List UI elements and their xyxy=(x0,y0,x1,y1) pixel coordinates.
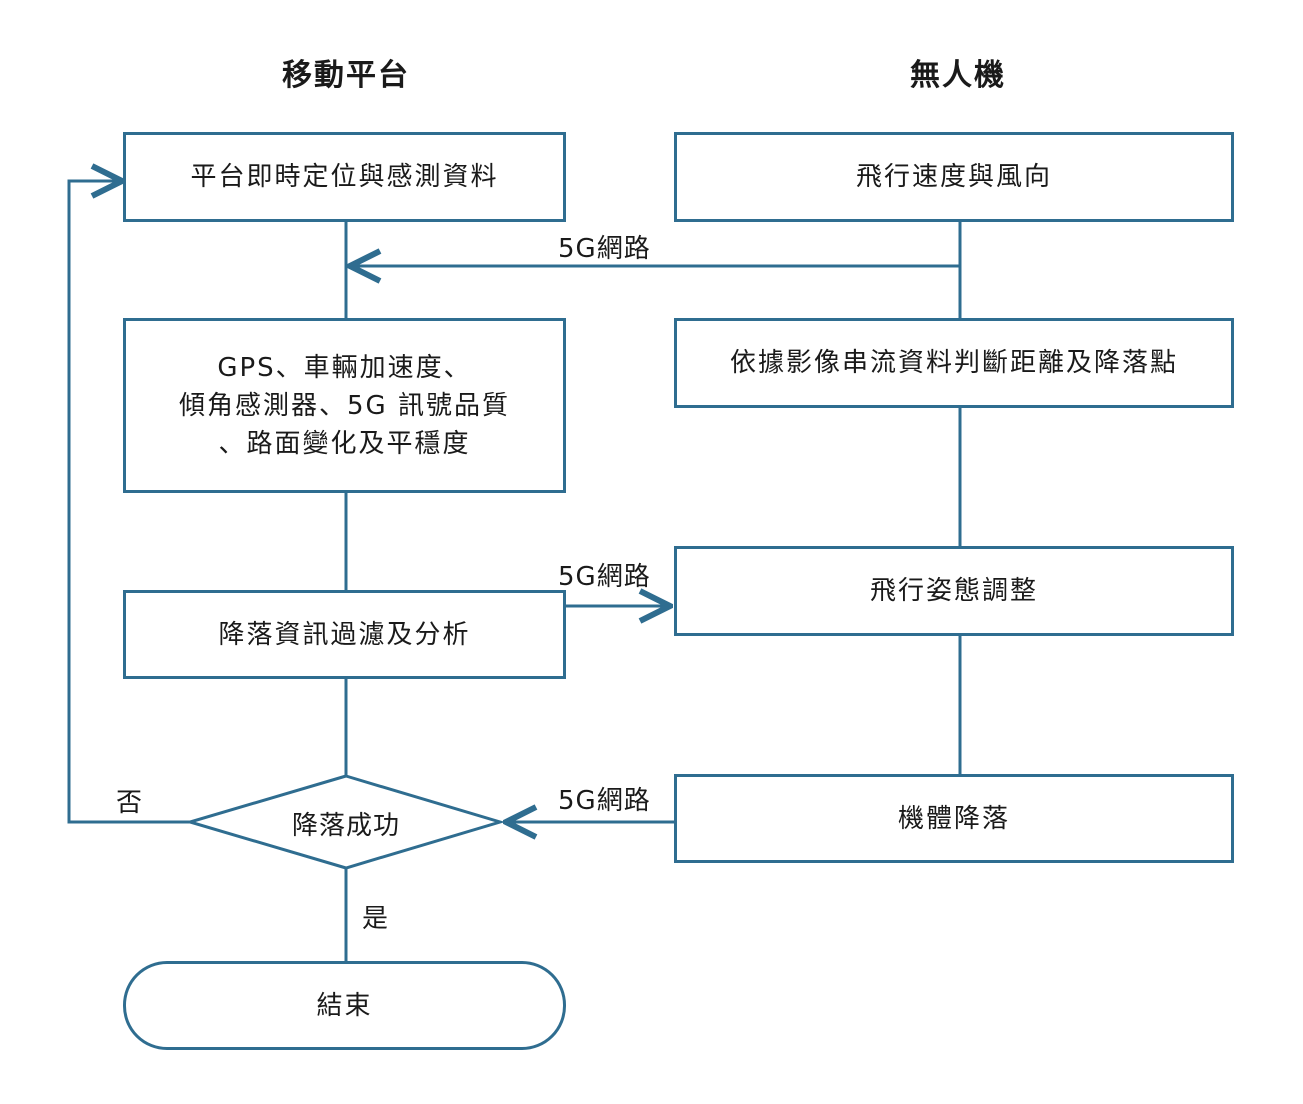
box-video-stream-judgement: 依據影像串流資料判斷距離及降落點 xyxy=(674,318,1234,408)
box-attitude-adjust: 飛行姿態調整 xyxy=(674,546,1234,636)
network-label-3: 5G網路 xyxy=(558,786,651,816)
box-flight-speed-wind: 飛行速度與風向 xyxy=(674,132,1234,222)
terminal-end: 結束 xyxy=(123,961,566,1050)
yes-label: 是 xyxy=(362,904,390,934)
box-landing-info-filter-label: 降落資訊過濾及分析 xyxy=(218,619,471,650)
box-video-stream-judgement-label: 依據影像串流資料判斷距離及降落點 xyxy=(729,348,1178,378)
box-platform-positioning: 平台即時定位與感測資料 xyxy=(123,132,566,222)
no-label: 否 xyxy=(116,788,144,818)
decision-label: 降落成功 xyxy=(291,811,400,841)
box-attitude-adjust-label: 飛行姿態調整 xyxy=(869,576,1038,606)
box-body-landing: 機體降落 xyxy=(674,774,1234,863)
box-landing-info-filter: 降落資訊過濾及分析 xyxy=(123,590,566,679)
header-mobile-platform: 移動平台 xyxy=(282,58,410,93)
arrow-loop-no xyxy=(67,181,190,824)
box-body-landing-label: 機體降落 xyxy=(897,803,1010,834)
decision-diamond xyxy=(184,774,506,870)
box-flight-speed-wind-label: 飛行速度與風向 xyxy=(855,162,1052,192)
box-sensor-data: GPS、車輛加速度、 傾角感測器、5G 訊號品質 、路面變化及平穩度 xyxy=(123,318,566,493)
box-platform-positioning-label: 平台即時定位與感測資料 xyxy=(190,162,499,192)
terminal-end-label: 結束 xyxy=(316,990,373,1021)
network-label-2: 5G網路 xyxy=(558,562,651,592)
network-label-1: 5G網路 xyxy=(558,234,651,264)
box-sensor-data-label: GPS、車輛加速度、 傾角感測器、5G 訊號品質 、路面變化及平穩度 xyxy=(179,352,510,459)
header-drone: 無人機 xyxy=(910,58,1006,93)
